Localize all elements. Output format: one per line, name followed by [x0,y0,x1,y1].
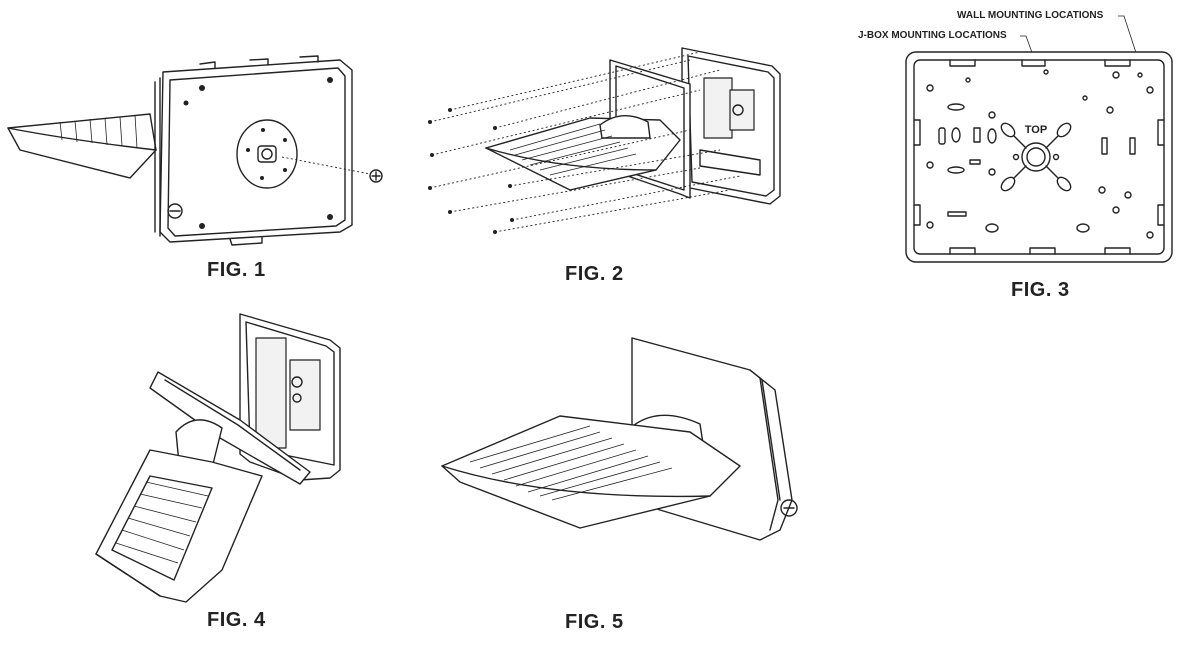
figure-caption: FIG. 3 [1011,279,1070,301]
back-housing [239,313,341,481]
fig3-drawing: TOP [905,15,1173,263]
wall-mounting-callout: WALL MOUNTING LOCATIONS [957,10,1104,21]
figure-5: FIG. 5 [400,300,820,648]
fixture-fins [509,123,637,176]
hinged-front-panel [149,371,311,485]
fig5-drawing [441,337,798,541]
side-bolt-icon [167,203,183,219]
hole-plug-icon [369,169,383,183]
plug-path [281,156,371,175]
fig4-drawing [95,313,341,603]
jbox-mounting-callout: J-BOX MOUNTING LOCATIONS [858,30,1007,41]
figure-caption: FIG. 1 [207,259,266,281]
mounting-slots [938,103,1136,233]
fixture-head [7,113,157,179]
fixture-fins [115,481,209,564]
mounting-plate [236,119,298,189]
fixture-fins [59,114,138,149]
figure-2: FIG. 2 [400,0,820,300]
fixture-head [485,115,681,191]
top-label: TOP [1025,124,1047,136]
fixture-head [95,449,263,603]
edge-tabs [913,59,1165,255]
figure-4: FIG. 4 [0,300,400,648]
fig2-drawing [428,47,781,234]
back-housing [681,47,781,205]
figure-caption: FIG. 5 [565,611,624,633]
wall-leader-line [1118,15,1141,66]
fixture-head [441,415,741,529]
screw-icons [428,108,514,234]
fixture-fins [469,425,673,501]
wall-mounting-holes [926,69,1154,239]
jbox-pattern: TOP [1000,122,1072,192]
figure-1: FIG. 1 [0,0,400,300]
figure-3: WALL MOUNTING LOCATIONS J-BOX MOUNTING L… [850,0,1191,310]
assembly-screw-paths [429,51,741,233]
corner-screws [183,77,333,229]
fig1-drawing [7,55,383,246]
figure-caption: FIG. 4 [207,609,266,631]
figure-caption: FIG. 2 [565,263,624,285]
